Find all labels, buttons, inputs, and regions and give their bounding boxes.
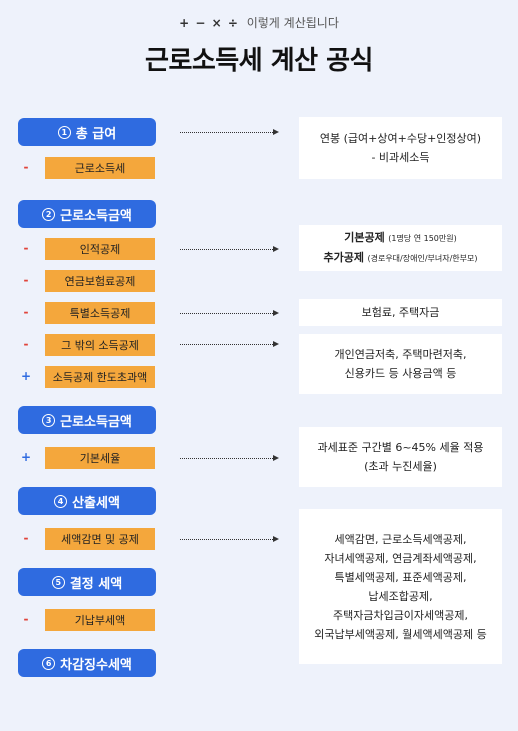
desc-tax-credits: 세액감면, 근로소득세액공제, 자녀세액공제, 연금계좌세액공제, 특별세액공제…	[299, 509, 502, 664]
desc-line: 특별세액공제, 표준세액공제,	[334, 570, 467, 584]
page-title: 근로소득세 계산 공식	[145, 46, 373, 76]
desc-line: - 비과세소득	[371, 151, 430, 164]
item-pension-deduction: 연금보험료공제	[45, 270, 155, 292]
step-label: 차감징수세액	[60, 657, 132, 673]
step-number-icon: 2	[42, 207, 56, 221]
step-label: 근로소득금액	[60, 414, 132, 430]
desc-line: 주택자금차입금이자세액공제,	[332, 608, 469, 622]
item-income-tax: 근로소득세	[45, 157, 155, 179]
plus-sign-icon: +	[21, 369, 32, 383]
arrow-icon	[180, 128, 279, 135]
step-3: 3 근로소득금액	[18, 406, 156, 434]
header-subtitle-row: + − × ÷ 이렇게 계산됩니다	[0, 14, 518, 31]
minus-sign-icon: -	[23, 160, 29, 174]
arrow-icon	[180, 454, 279, 461]
desc-line: 외국납부세액공제, 월세액세액공제 등	[314, 627, 487, 641]
desc-line: 개인연금저축, 주택마련저축,	[334, 348, 467, 361]
header-subtitle: 이렇게 계산됩니다	[246, 16, 339, 30]
desc-line: 기본공제 (1명당 연 150만원)	[344, 231, 457, 244]
step-number-icon: 6	[42, 656, 56, 670]
item-tax-reduction: 세액감면 및 공제	[45, 528, 155, 550]
plus-sign-icon: +	[21, 450, 32, 464]
desc-line: 신용카드 등 사용금액 등	[344, 367, 457, 380]
step-1: 1 총 급여	[18, 118, 156, 146]
desc-total-salary: 연봉 (급여+상여+수당+인정상여) - 비과세소득	[299, 117, 502, 179]
step-number-icon: 3	[42, 413, 56, 427]
step-number-icon: 1	[57, 125, 71, 139]
item-special-deduction: 특별소득공제	[45, 302, 155, 324]
step-label: 결정 세액	[69, 576, 123, 592]
desc-line: 보험료, 주택자금	[361, 306, 440, 319]
desc-line: 과세표준 구간별 6~45% 세율 적용	[317, 441, 484, 454]
desc-line: (초과 누진세율)	[364, 460, 437, 473]
minus-sign-icon: -	[23, 337, 29, 351]
step-5: 5 결정 세액	[18, 568, 156, 596]
math-operators-icon: + − × ÷	[179, 16, 239, 30]
desc-special-deduction: 보험료, 주택자금	[299, 299, 502, 326]
desc-line: 자녀세액공제, 연금계좌세액공제,	[324, 551, 477, 565]
step-2: 2 근로소득금액	[18, 200, 156, 228]
desc-line: 추가공제 (경로우대/장애인/부녀자/한부모)	[323, 251, 478, 264]
step-6: 6 차감징수세액	[18, 649, 156, 677]
item-personal-deduction: 인적공제	[45, 238, 155, 260]
desc-line: 연봉 (급여+상여+수당+인정상여)	[319, 132, 482, 145]
arrow-icon	[180, 340, 279, 347]
item-other-deduction: 그 밖의 소득공제	[45, 334, 155, 356]
step-label: 산출세액	[72, 495, 120, 511]
minus-sign-icon: -	[23, 612, 29, 626]
desc-personal-deduction: 기본공제 (1명당 연 150만원) 추가공제 (경로우대/장애인/부녀자/한부…	[299, 225, 502, 271]
arrow-icon	[180, 245, 279, 252]
desc-line: 세액감면, 근로소득세액공제,	[334, 532, 467, 546]
minus-sign-icon: -	[23, 273, 29, 287]
item-prepaid-tax: 기납부세액	[45, 609, 155, 631]
desc-tax-rate: 과세표준 구간별 6~45% 세율 적용 (초과 누진세율)	[299, 427, 502, 487]
minus-sign-icon: -	[23, 531, 29, 545]
step-label: 근로소득금액	[60, 208, 132, 224]
step-number-icon: 4	[54, 494, 68, 508]
minus-sign-icon: -	[23, 305, 29, 319]
desc-other-deduction: 개인연금저축, 주택마련저축, 신용카드 등 사용금액 등	[299, 334, 502, 394]
minus-sign-icon: -	[23, 241, 29, 255]
desc-line: 납세조합공제,	[368, 589, 433, 603]
item-deduction-limit-excess: 소득공제 한도초과액	[45, 366, 155, 388]
item-basic-tax-rate: 기본세율	[45, 447, 155, 469]
arrow-icon	[180, 535, 279, 542]
step-4: 4 산출세액	[18, 487, 156, 515]
arrow-icon	[180, 309, 279, 316]
step-number-icon: 5	[51, 575, 65, 589]
step-label: 총 급여	[75, 126, 117, 142]
